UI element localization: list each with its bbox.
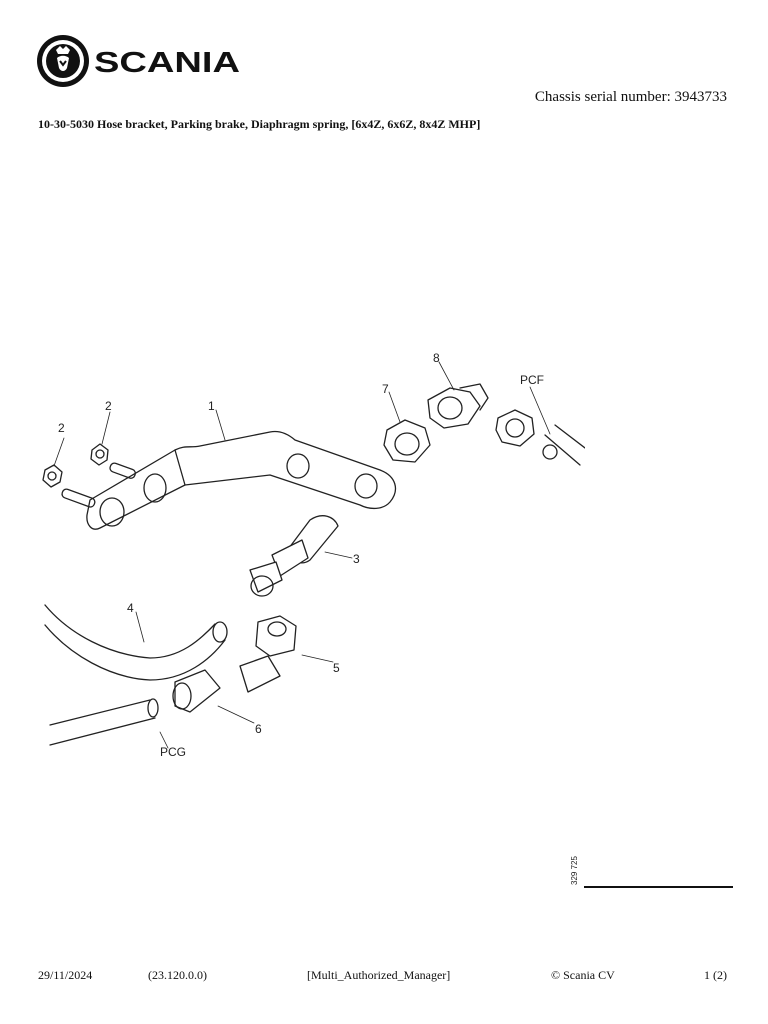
- hose-bracket-part: [86, 430, 397, 530]
- parts-diagram: 1 2 2 3 4 5 6 7 8 PCF PCG: [40, 340, 585, 780]
- footer-user: [Multi_Authorized_Manager]: [307, 968, 451, 982]
- callout-4: 4: [127, 601, 134, 615]
- union-fitting-part: [172, 669, 221, 713]
- callout-2b: 2: [58, 421, 65, 435]
- callout-6: 6: [255, 722, 262, 736]
- hose-pcf-part: [495, 409, 585, 466]
- footer-version: (23.120.0.0): [148, 968, 207, 982]
- bolt-and-nut-parts: [42, 443, 136, 508]
- callout-pcf: PCF: [520, 373, 544, 387]
- callout-1: 1: [208, 399, 215, 413]
- chassis-serial-number: Chassis serial number: 3943733: [534, 89, 727, 105]
- callout-7: 7: [382, 382, 389, 396]
- callout-2a: 2: [105, 399, 112, 413]
- hose-pcg-part: [49, 698, 159, 746]
- footer-date: 29/11/2024: [38, 968, 93, 982]
- document-title: 10-30-5030 Hose bracket, Parking brake, …: [38, 117, 481, 131]
- footer-copyright: © Scania CV: [551, 968, 615, 982]
- elbow-connector-part: [427, 383, 489, 429]
- figure-number-text: 329 725: [570, 856, 579, 885]
- nut-part: [383, 419, 431, 463]
- callout-5: 5: [333, 661, 340, 675]
- callout-pcg: PCG: [160, 745, 186, 759]
- griffin-emblem-icon: [37, 35, 89, 87]
- figure-rule: [584, 886, 733, 888]
- connector-part: [249, 515, 339, 597]
- callout-3: 3: [353, 552, 360, 566]
- callout-8: 8: [433, 351, 440, 365]
- elbow-fitting-part: [239, 615, 297, 693]
- callout-leaders: [53, 361, 551, 749]
- hose-part-4: [44, 604, 228, 681]
- brand-wordmark: SCANIA: [94, 47, 240, 79]
- footer-page: 1 (2): [704, 968, 727, 982]
- figure-number: 329 725: [560, 855, 590, 885]
- scania-logo: SCANIA: [36, 34, 246, 90]
